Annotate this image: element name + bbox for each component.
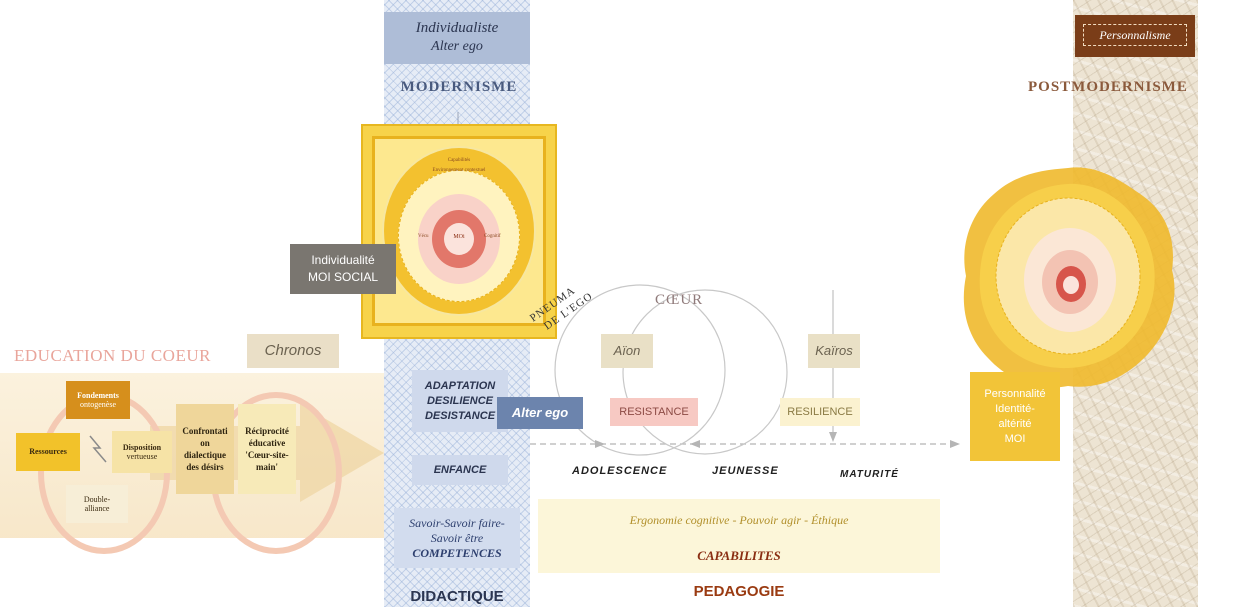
resilience-box: RESILIENCE: [780, 398, 860, 426]
individualite-box: Individualité MOI SOCIAL: [290, 244, 396, 294]
fondements-line-1: Fondements: [77, 391, 119, 400]
personnalite-line-2: Identité-: [995, 402, 1035, 415]
postmodernisme-label: POSTMODERNISME: [1028, 79, 1188, 95]
target-center: [444, 223, 474, 255]
alter-ego-box: Alter ego: [497, 397, 583, 429]
chronos-box: Chronos: [247, 334, 339, 368]
pedagogie-label: PEDAGOGIE: [693, 583, 785, 600]
confrontation-line-3: dialectique: [184, 450, 226, 460]
target-environnement-label: Environnement contextuel: [432, 168, 486, 173]
enfance-box: ENFANCE: [412, 455, 508, 485]
disposition-line-1: Disposition: [122, 443, 162, 452]
zigzag-icon: [89, 435, 107, 463]
desistance-label: DESISTANCE: [424, 409, 496, 422]
savoir-box: Savoir-Savoir faire- Savoir être COMPETE…: [394, 508, 520, 568]
modernisme-label: MODERNISME: [400, 79, 518, 95]
stage-jeunesse: JEUNESSE: [712, 465, 779, 477]
double-alliance-line-2: alliance: [84, 504, 110, 513]
reciprocite-box: Réciprocité éducative 'Cœur-site- main': [238, 404, 296, 494]
confrontation-line-1: Confrontati: [182, 426, 228, 436]
personnalite-line-4: MOI: [1004, 432, 1026, 445]
reciprocite-line-3: 'Cœur-site-: [245, 450, 289, 460]
double-alliance-line-1: Double-: [83, 495, 111, 504]
desilience-label: DESILIENCE: [426, 394, 493, 407]
personnalite-target: [963, 167, 1175, 388]
alter-ego-label: Alter ego: [431, 39, 483, 54]
confrontation-box: Confrontati on dialectique des désirs: [176, 404, 234, 494]
capabilites-label: CAPABILITES: [697, 548, 781, 563]
disposition-line-2: vertueuse: [126, 452, 158, 461]
confrontation-line-4: des désirs: [186, 462, 224, 472]
target-cognitif-label: Cognitif: [484, 234, 501, 239]
reciprocite-line-4: main': [255, 462, 278, 472]
ressources-box: Ressources: [16, 433, 80, 471]
adaptation-box: ADAPTATION DESILIENCE DESISTANCE: [412, 370, 508, 432]
reciprocite-line-2: éducative: [248, 438, 286, 448]
coeur-label: CŒUR: [655, 292, 704, 308]
stage-maturite: MATURITÉ: [840, 469, 899, 480]
personnalite-line-1: Personnalité: [984, 387, 1046, 400]
adaptation-label: ADAPTATION: [424, 379, 496, 392]
personnalisme-box: [1075, 15, 1195, 57]
savoir-line-1: Savoir-Savoir faire-: [409, 515, 505, 530]
personnalisme-label: Personnalisme: [1083, 24, 1187, 46]
ergonomie-label: Ergonomie cognitive - Pouvoir agir - Éth…: [629, 513, 849, 527]
savoir-line-2: Savoir être: [430, 530, 484, 545]
individualiste-box: Individualiste Alter ego: [384, 12, 530, 64]
pneuma-label: PNEUMA DE L'EGO: [528, 285, 595, 332]
didactique-label: DIDACTIQUE: [410, 588, 504, 605]
target-capabilites-label: Capabilités: [447, 158, 471, 163]
disposition-box: Disposition vertueuse: [112, 431, 172, 473]
individualite-line-2: MOI SOCIAL: [307, 270, 378, 284]
fondements-box: Fondements ontogenèse: [66, 381, 130, 419]
education-du-coeur-title: EDUCATION DU COEUR: [14, 346, 211, 365]
reciprocite-line-1: Réciprocité: [245, 426, 289, 436]
target-moi-label: MOi: [453, 234, 465, 240]
resistance-box: RESISTANCE: [610, 398, 698, 426]
individualite-line-1: Individualité: [311, 253, 375, 267]
competences-label: COMPETENCES: [412, 545, 502, 560]
stage-adolescence: ADOLESCENCE: [572, 465, 668, 477]
confrontation-line-2: on: [200, 438, 210, 448]
kairos-box: Kaïros: [808, 334, 860, 368]
fondements-line-2: ontogenèse: [80, 400, 116, 409]
personnalite-box: Personnalité Identité- altérité MOI: [970, 372, 1060, 461]
capabilites-band: [538, 499, 940, 573]
individualiste-label: Individualiste: [415, 20, 499, 36]
double-alliance-box: Double- alliance: [66, 485, 128, 523]
target-vecu-label: Vécu: [418, 234, 429, 239]
personnalite-line-3: altérité: [998, 417, 1032, 430]
aion-box: Aïon: [601, 334, 653, 368]
